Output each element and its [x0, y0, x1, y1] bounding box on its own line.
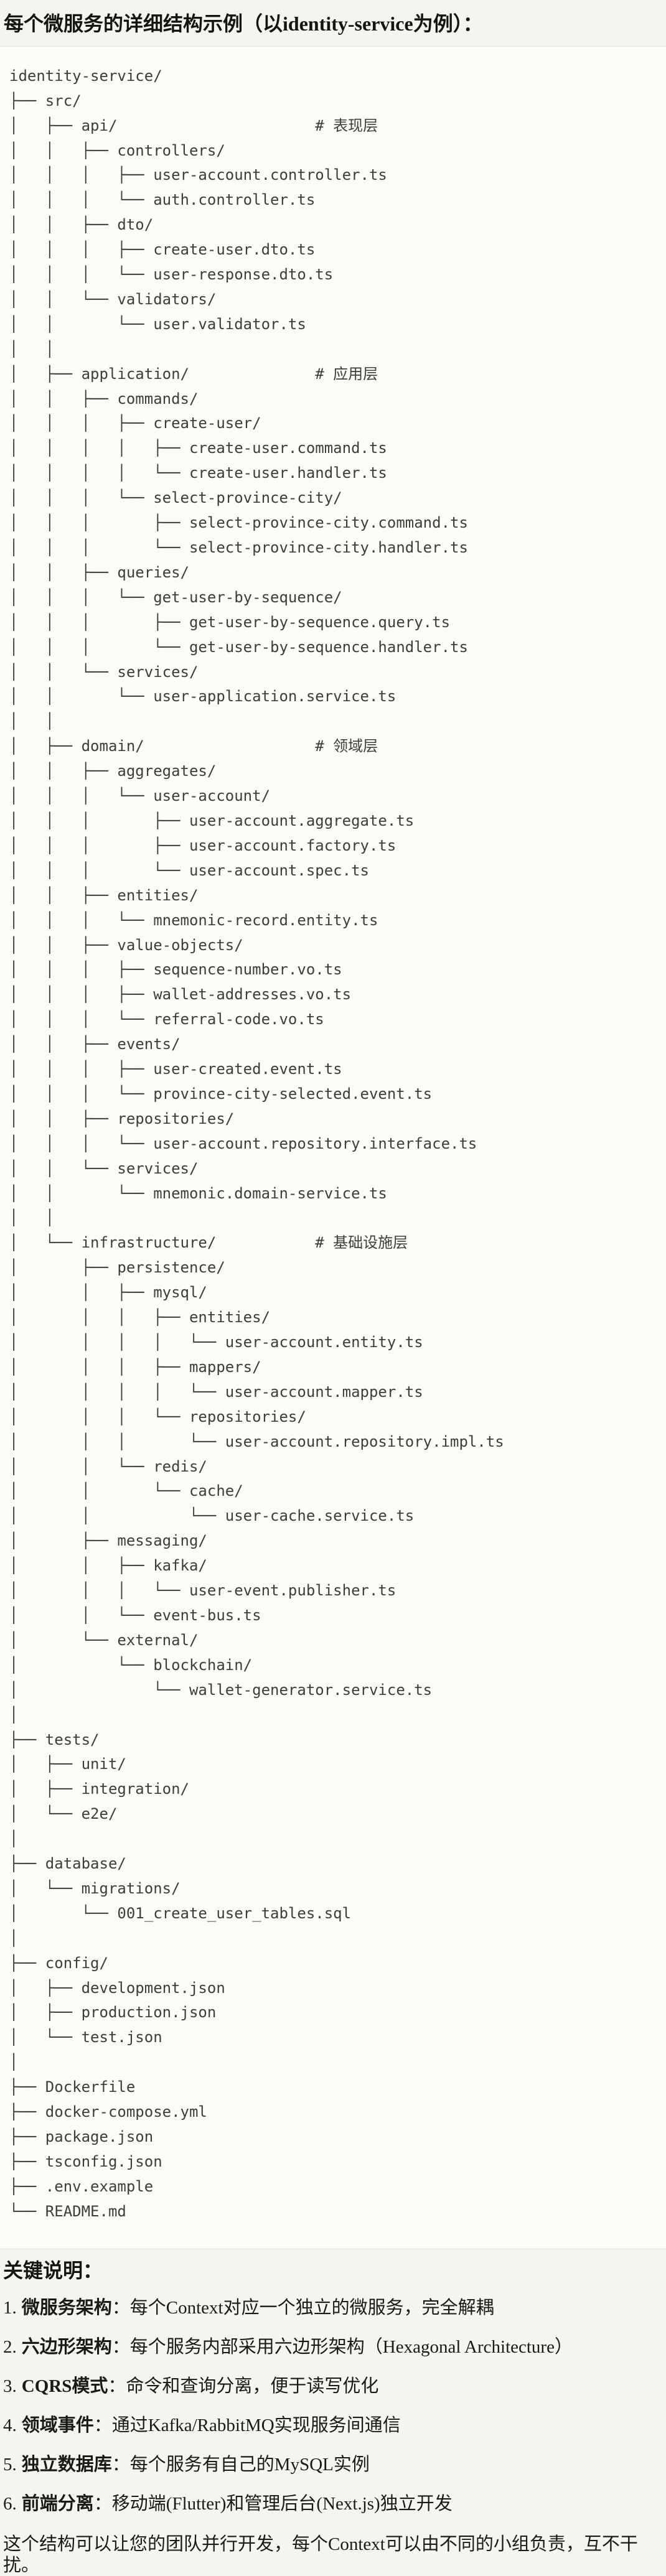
note-colon: ： — [111, 2337, 130, 2358]
note-text: 每个服务有自己的MySQL实例 — [129, 2455, 370, 2475]
page-header: 每个微服务的详细结构示例（以identity-service为例）： — [0, 0, 666, 46]
note-label: 领域事件 — [21, 2415, 94, 2436]
note-colon: ： — [111, 2455, 130, 2475]
note-item: 5.独立数据库：每个服务有自己的MySQL实例 — [3, 2455, 666, 2474]
note-label: 独立数据库 — [21, 2455, 112, 2475]
note-item: 2.六边形架构：每个服务内部采用六边形架构（Hexagonal Architec… — [3, 2338, 666, 2356]
note-label: 前端分离 — [21, 2494, 94, 2514]
note-number: 5. — [3, 2455, 17, 2475]
notes-heading: 关键说明： — [3, 2259, 103, 2282]
page-title: 每个微服务的详细结构示例（以identity-service为例）： — [4, 12, 483, 35]
note-text: 每个Context对应一个独立的微服务，完全解耦 — [129, 2298, 494, 2318]
note-text: 每个服务内部采用六边形架构（Hexagonal Architecture） — [129, 2337, 573, 2358]
notes-section: 关键说明： 1.微服务架构：每个Context对应一个独立的微服务，完全解耦 2… — [0, 2249, 666, 2576]
note-colon: ： — [111, 2298, 130, 2318]
note-number: 4. — [3, 2415, 17, 2436]
note-number: 2. — [3, 2337, 17, 2358]
note-number: 3. — [3, 2376, 17, 2397]
note-text: 命令和查询分离，便于读写优化 — [126, 2376, 379, 2397]
note-label: 微服务架构 — [21, 2298, 112, 2318]
note-number: 6. — [3, 2494, 17, 2514]
note-item: 6.前端分离：移动端(Flutter)和管理后台(Next.js)独立开发 — [3, 2494, 666, 2513]
note-label: 六边形架构 — [21, 2337, 112, 2358]
code-block: identity-service/ ├── src/ │ ├── api/ # … — [0, 45, 666, 2249]
note-colon: ： — [93, 2494, 112, 2514]
closing-paragraph: 这个结构可以让您的团队并行开发，每个Context可以由不同的小组负责，互不干扰… — [3, 2534, 638, 2576]
note-colon: ： — [108, 2376, 126, 2397]
note-text: 移动端(Flutter)和管理后台(Next.js)独立开发 — [111, 2494, 453, 2514]
note-number: 1. — [3, 2298, 17, 2318]
note-item: 4.领域事件：通过Kafka/RabbitMQ实现服务间通信 — [3, 2416, 666, 2435]
note-text: 通过Kafka/RabbitMQ实现服务间通信 — [111, 2415, 401, 2436]
file-tree: identity-service/ ├── src/ │ ├── api/ # … — [9, 67, 504, 2220]
note-label: CQRS模式 — [21, 2376, 108, 2397]
notes-list: 1.微服务架构：每个Context对应一个独立的微服务，完全解耦 2.六边形架构… — [3, 2298, 666, 2513]
note-item: 3.CQRS模式：命令和查询分离，便于读写优化 — [3, 2377, 666, 2396]
note-item: 1.微服务架构：每个Context对应一个独立的微服务，完全解耦 — [3, 2298, 666, 2317]
note-colon: ： — [93, 2415, 112, 2436]
